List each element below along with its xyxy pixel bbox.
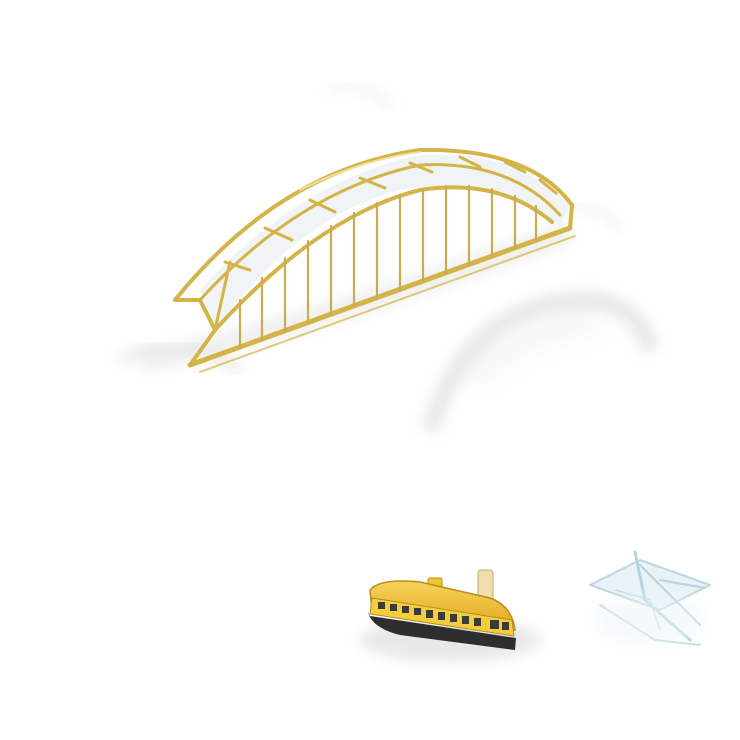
glass-sculpture-icon (589, 550, 711, 646)
ferry-boat-icon (360, 569, 540, 662)
faint-glass-arch (421, 290, 659, 433)
arch-bridge-icon (139, 147, 576, 373)
